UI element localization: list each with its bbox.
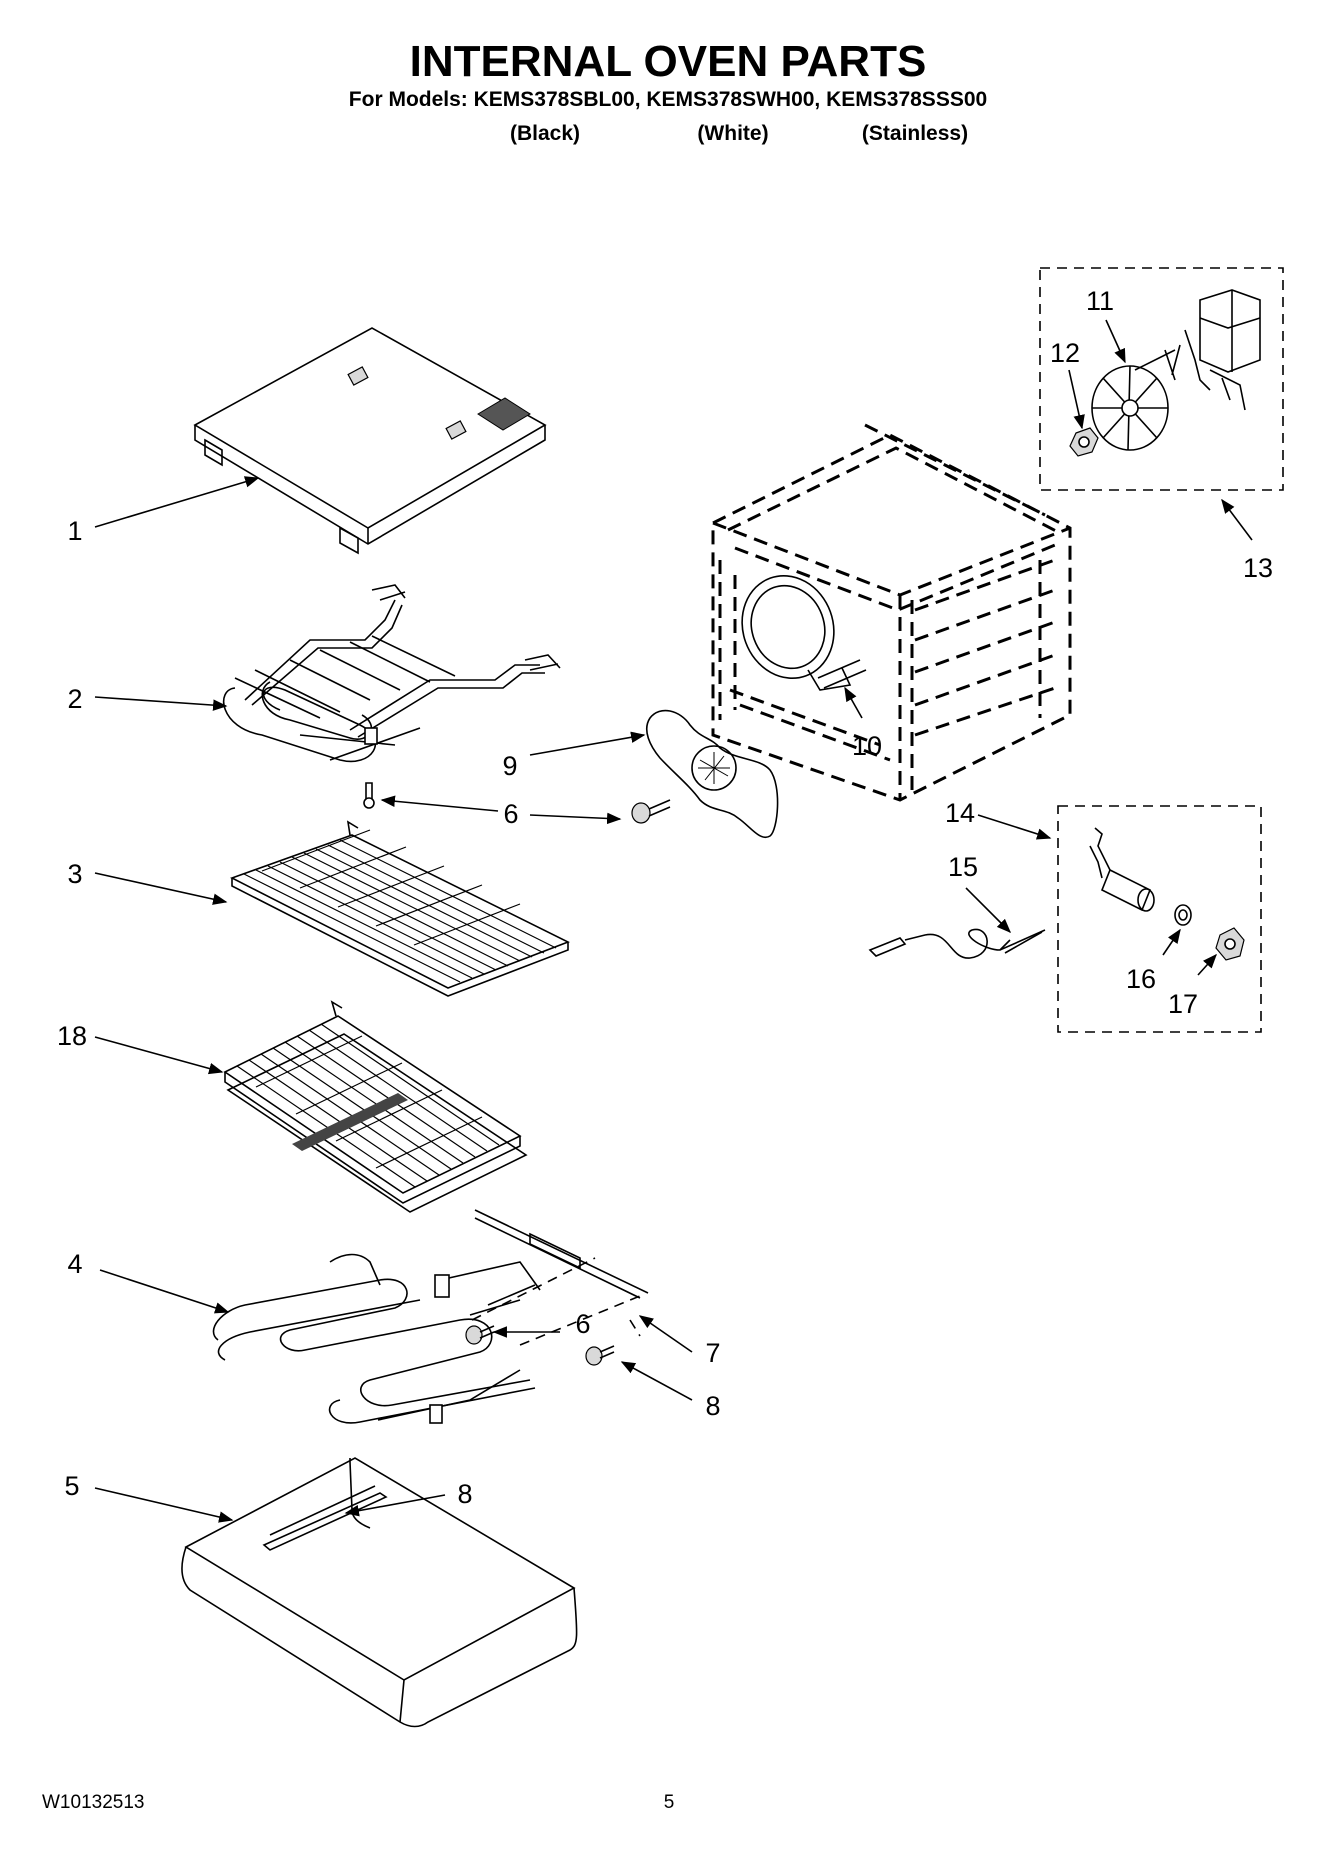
- callout-1: 1: [67, 516, 82, 546]
- callout-6: 6: [503, 799, 518, 829]
- part-fan-nut: [1069, 427, 1099, 457]
- part-roller-rack: [223, 1000, 528, 1213]
- callout-12: 12: [1050, 338, 1080, 368]
- part-washer: [1174, 904, 1192, 926]
- convection-motor-group: [1039, 267, 1284, 491]
- part-fan-blade: [1091, 365, 1169, 451]
- screw-6-lower: [465, 1325, 495, 1345]
- part-broil-pan: [181, 1457, 578, 1728]
- callout-2: 2: [67, 684, 82, 714]
- callout-14: 14: [945, 798, 975, 828]
- page-number: 5: [664, 1792, 675, 1813]
- part-sensor: [1089, 827, 1155, 912]
- screw-6-middle: [631, 799, 671, 824]
- callout-15: 15: [948, 852, 978, 882]
- callout-numbers: 1 2 6 3 18 4 6 7 8 5 8 9 10 11 12 13 14 …: [57, 286, 1273, 1509]
- roller-rack-bars: [236, 1023, 500, 1188]
- callout-5: 5: [64, 1471, 79, 1501]
- part-fan-cover: [645, 709, 779, 839]
- part-oven-rack: [229, 820, 570, 997]
- part-convection-element: [741, 574, 867, 691]
- callout-13: 13: [1243, 553, 1273, 583]
- callout-9: 9: [502, 751, 517, 781]
- part-sensor-nut: [1215, 927, 1245, 961]
- callout-7: 7: [705, 1338, 720, 1368]
- callout-16: 16: [1126, 964, 1156, 994]
- part-meat-probe: [868, 928, 1046, 959]
- callout-10: 10: [852, 731, 882, 761]
- callout-17: 17: [1168, 989, 1198, 1019]
- callout-3: 3: [67, 859, 82, 889]
- part-element-lower: [212, 1253, 541, 1424]
- oven-cavity: [711, 423, 1072, 802]
- callout-8: 8: [705, 1391, 720, 1421]
- part-bracket: [471, 1209, 649, 1346]
- color-black-label: (Black): [510, 122, 580, 145]
- screw-8-lower: [585, 1345, 615, 1366]
- rack-bars: [243, 829, 557, 983]
- callout-18: 18: [57, 1021, 87, 1051]
- page-title: INTERNAL OVEN PARTS: [410, 37, 927, 86]
- callout-6-lower: 6: [575, 1309, 590, 1339]
- models-line: For Models: KEMS378SBL00, KEMS378SWH00, …: [349, 88, 987, 111]
- part-top-panel: [193, 327, 547, 555]
- color-stainless-label: (Stainless): [862, 122, 968, 145]
- callout-4: 4: [67, 1249, 82, 1279]
- color-white-label: (White): [697, 122, 768, 145]
- leader-lines: [94, 319, 1253, 1523]
- part-element-upper: [222, 584, 561, 809]
- callout-8-drawer: 8: [457, 1479, 472, 1509]
- part-number: W10132513: [42, 1792, 144, 1813]
- callout-11: 11: [1086, 286, 1114, 316]
- sensor-group: [1057, 805, 1262, 1033]
- part-motor: [1134, 289, 1261, 411]
